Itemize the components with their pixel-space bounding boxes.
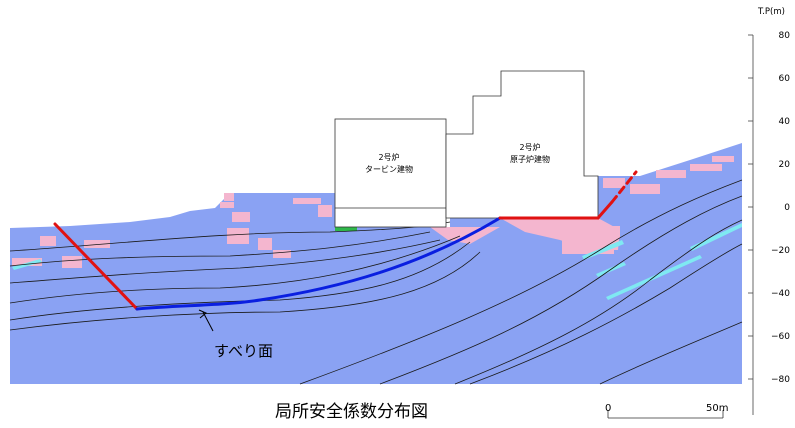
elevation-tick-label: 80 bbox=[779, 31, 791, 41]
reactor-building-label-2: 原子炉建物 bbox=[510, 154, 550, 164]
turbine-building-label-1: 2号炉 bbox=[378, 152, 399, 162]
slip-surface-red-dashed bbox=[610, 170, 638, 204]
elevation-tick-label: −40 bbox=[771, 289, 790, 299]
scale-end-label: 50m bbox=[706, 403, 728, 414]
elevation-tick-label: −60 bbox=[771, 332, 790, 342]
slip-surface-blue-curve bbox=[135, 216, 502, 311]
slip-surface-red-right bbox=[596, 200, 614, 220]
elevation-tick-label: 40 bbox=[779, 117, 791, 127]
ground-body bbox=[10, 143, 742, 384]
green-strip bbox=[335, 227, 357, 231]
elevation-tick-label: −80 bbox=[771, 375, 790, 385]
elevation-tick-label: 20 bbox=[779, 160, 791, 170]
slip-surface-red-left bbox=[53, 222, 139, 311]
turbine-building-label-2: タービン建物 bbox=[365, 164, 413, 174]
slip-surface-label: すべり面 bbox=[214, 342, 273, 360]
scale-bar bbox=[607, 410, 724, 419]
diagram-title: 局所安全係数分布図 bbox=[275, 402, 428, 422]
reactor-building bbox=[445, 70, 599, 219]
elevation-tick-label: 0 bbox=[784, 203, 790, 213]
slip-label-arrowhead bbox=[198, 309, 207, 319]
turbine-building bbox=[334, 118, 447, 228]
pink-zones bbox=[12, 156, 734, 268]
reactor-building-label-1: 2号炉 bbox=[519, 142, 540, 152]
elevation-tick-label: 60 bbox=[779, 74, 791, 84]
scale-start-label: 0 bbox=[605, 403, 611, 414]
elevation-tick-label: −20 bbox=[771, 246, 790, 256]
elevation-unit-label: T.P(m) bbox=[757, 7, 785, 17]
slip-label-arrow bbox=[202, 311, 214, 332]
elevation-ticks: 80 60 40 20 0 −20 −40 −60 −80 bbox=[748, 31, 790, 385]
strata-lines bbox=[9, 179, 743, 385]
slip-surface bbox=[53, 170, 638, 311]
